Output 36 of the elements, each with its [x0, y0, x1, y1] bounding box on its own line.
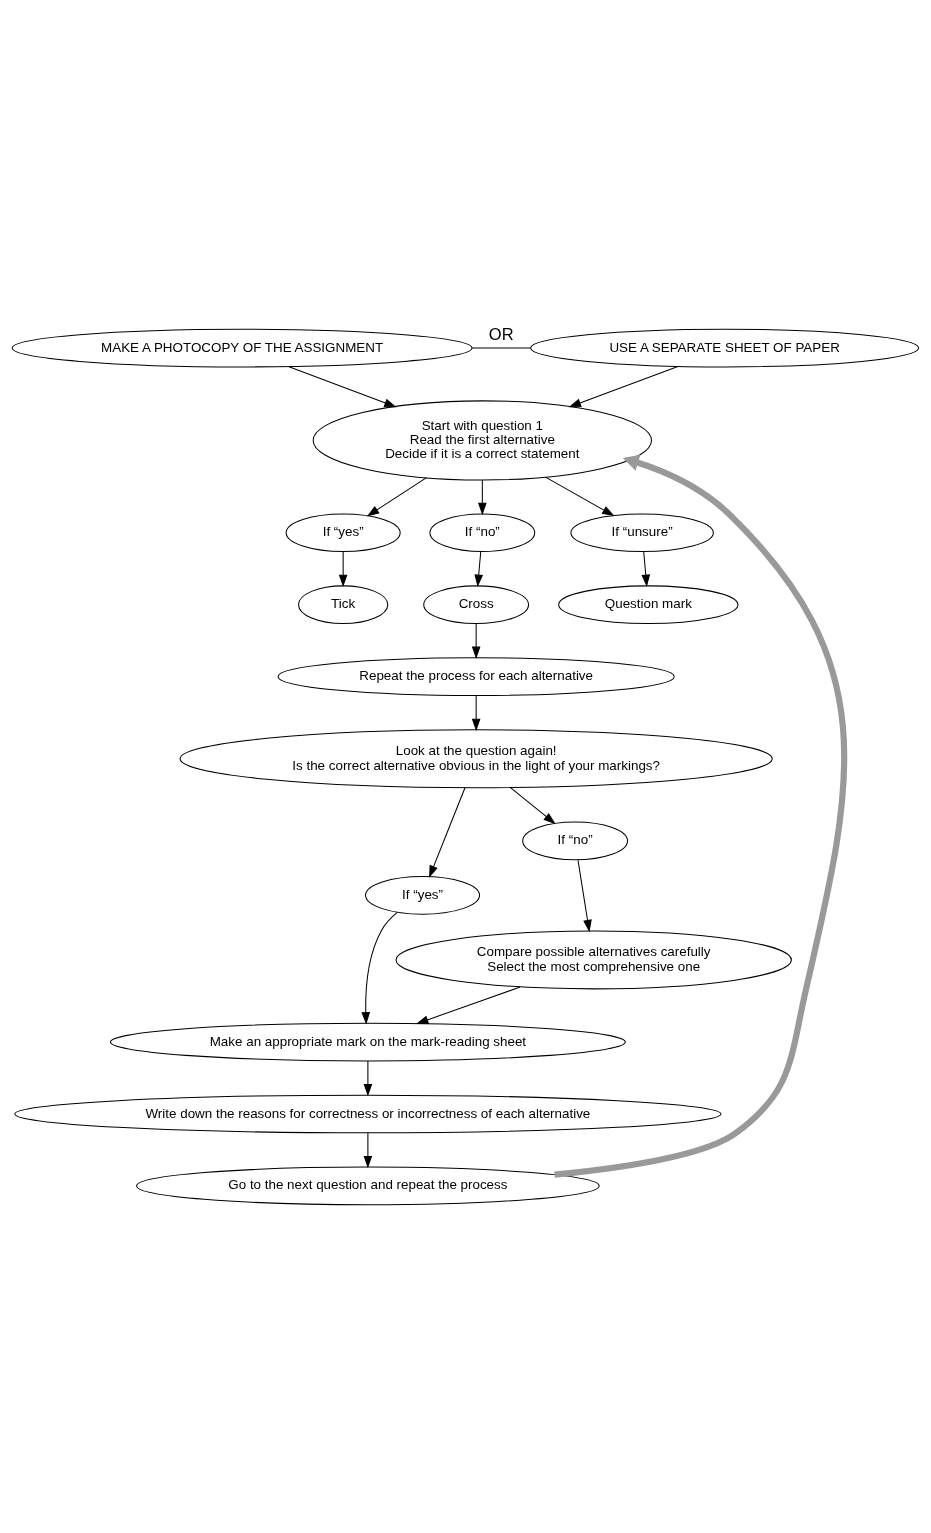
node-ellipse: Tick	[298, 584, 389, 624]
node-ellipse: Look at the question again! Is the correct alternative obvious in the light of your markings?	[179, 728, 773, 788]
node-ellipse: If “yes”	[365, 875, 481, 915]
node-ellipse: USE A SEPARATE SHEET OF PAPER	[530, 328, 920, 367]
arrow	[554, 454, 848, 1178]
edge-label: OR	[488, 324, 514, 343]
node-ellipse: If “no”	[429, 512, 536, 552]
arrow	[363, 1060, 373, 1096]
node-ellipse: Repeat the process for each alternative	[277, 656, 675, 696]
arrow	[366, 476, 428, 516]
arrow	[471, 622, 481, 659]
arrow	[288, 365, 397, 407]
arrow	[471, 694, 481, 731]
node-ellipse: If “no”	[522, 821, 629, 860]
node-ellipse: Go to the next question and repeat the process	[136, 1166, 600, 1205]
arrow	[474, 550, 484, 587]
node-ellipse: Make an appropriate mark on the mark-reading sheet	[109, 1022, 626, 1061]
arrow	[577, 859, 592, 932]
node-ellipse: If “yes”	[285, 512, 401, 552]
node-ellipse: MAKE A PHOTOCOPY OF THE ASSIGNMENT	[11, 328, 473, 367]
node-ellipse: Cross	[423, 584, 530, 624]
arrow	[510, 786, 556, 824]
connector	[471, 347, 531, 349]
node-ellipse: Write down the reasons for correctness or incorrectness of each alternative	[14, 1094, 722, 1133]
arrow	[338, 550, 348, 587]
node-ellipse: If “unsure”	[570, 512, 714, 552]
arrow	[361, 911, 398, 1025]
arrow	[416, 986, 521, 1024]
arrow	[478, 479, 487, 515]
node-ellipse: Compare possible alternatives carefully Select the most comprehensive one	[395, 929, 792, 989]
arrow	[568, 365, 679, 407]
arrow	[363, 1132, 373, 1168]
node-ellipse: Question mark	[558, 584, 739, 624]
arrow	[429, 786, 466, 878]
arrow	[544, 476, 615, 516]
arrow	[641, 550, 651, 587]
